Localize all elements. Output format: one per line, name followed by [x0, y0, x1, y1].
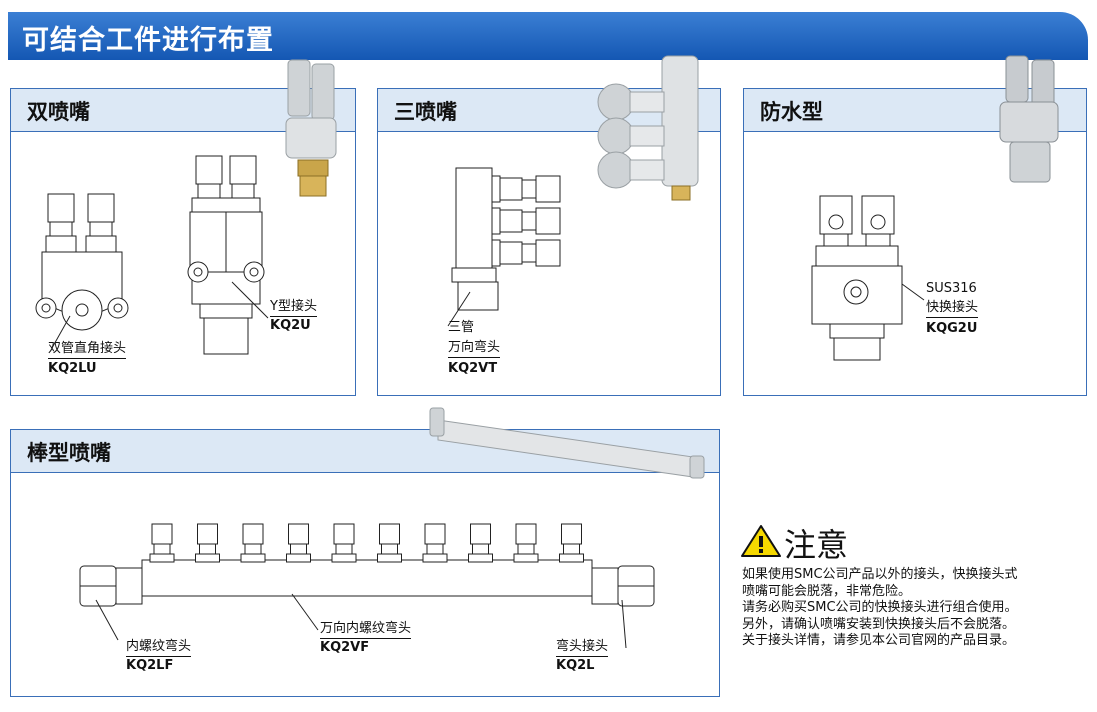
panel-header: 三喷嘴	[378, 89, 720, 132]
code-kqg2u: KQG2U	[926, 321, 978, 336]
panel-title: 三喷嘴	[394, 100, 457, 124]
label-twin-elbow: 双管直角接头	[48, 341, 127, 359]
page-title: 可结合工件进行布置	[22, 25, 274, 56]
caution-line: 请务必购买SMC公司的快换接头进行组合使用。	[742, 600, 1018, 615]
code-kq2l: KQ2L	[556, 658, 595, 673]
panel-bar-nozzle: 棒型喷嘴	[10, 429, 720, 697]
label-sus316: SUS316	[926, 281, 977, 296]
panel-header: 棒型喷嘴	[11, 430, 719, 473]
code-kq2u: KQ2U	[270, 318, 311, 333]
code-kq2lf: KQ2LF	[126, 658, 174, 673]
label-elbow-joint: 弯头接头	[556, 639, 609, 657]
caution-line: 关于接头详情，请参见本公司官网的产品目录。	[742, 633, 1016, 648]
label-triple-line2: 万向弯头	[448, 340, 501, 358]
panel-title: 双喷嘴	[27, 100, 90, 124]
code-kq2lu: KQ2LU	[48, 361, 97, 376]
caution-title: 注意	[784, 526, 849, 564]
caution-line: 喷嘴可能会脱落，非常危险。	[742, 583, 912, 599]
panel-waterproof: 防水型	[743, 88, 1087, 396]
panel-title: 防水型	[760, 100, 823, 124]
title-bar: 可结合工件进行布置	[8, 12, 1088, 60]
label-female-elbow: 内螺纹弯头	[126, 639, 192, 657]
code-kq2vt: KQ2VT	[448, 361, 498, 376]
label-universal-female-elbow: 万向内螺纹弯头	[320, 621, 412, 639]
panel-title: 棒型喷嘴	[27, 441, 111, 465]
label-quick-joint: 快换接头	[926, 300, 979, 318]
panel-triple-nozzle: 三喷嘴	[377, 88, 721, 396]
label-y-joint: Y型接头	[270, 299, 317, 317]
panel-header: 防水型	[744, 89, 1086, 132]
label-triple-line1: 三管	[448, 320, 475, 335]
caution-line: 另外，请确认喷嘴安装到快换接头后不会脱落。	[742, 616, 1016, 632]
panel-header: 双喷嘴	[11, 89, 355, 132]
caution-line: 如果使用SMC公司产品以外的接头，快换接头式	[742, 567, 1018, 582]
code-kq2vf: KQ2VF	[320, 640, 370, 655]
caution-text: 如果使用SMC公司产品以外的接头，快换接头式 喷嘴可能会脱落，非常危险。 请务必…	[742, 567, 1087, 650]
